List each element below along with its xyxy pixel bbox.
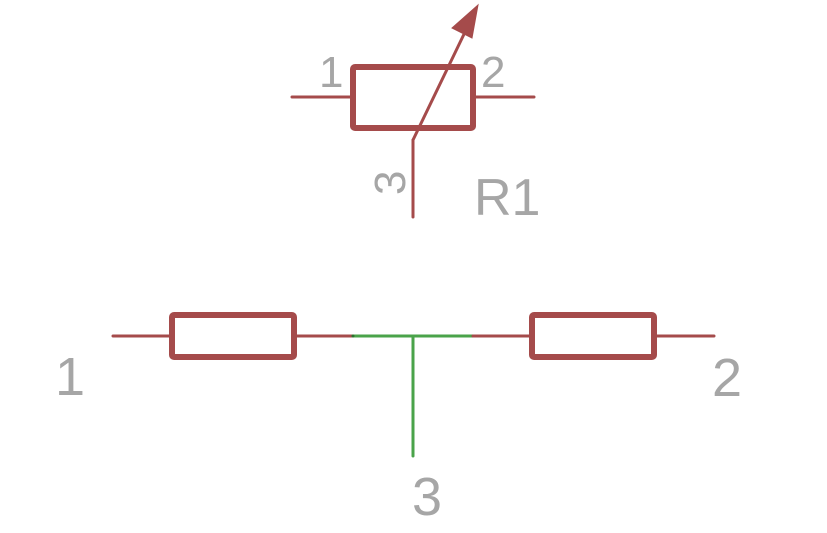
potentiometer-symbol [290, 3, 536, 219]
pin-1-label: 1 [319, 48, 343, 97]
equivalent-circuit [111, 312, 716, 458]
junction-dot-left [351, 334, 355, 338]
part-name-label: R1 [474, 169, 540, 227]
equiv-pin-3-label: 3 [412, 467, 442, 527]
wiper-arrow-shaft [411, 28, 468, 142]
equiv-pin-1-label: 1 [55, 347, 85, 407]
left-resistor-body [169, 312, 297, 360]
arrow-head-icon [451, 3, 479, 39]
equiv-pin-2-label: 2 [712, 348, 742, 408]
right-resistor-body [529, 312, 657, 360]
resistor-body [350, 64, 476, 131]
pin-2-label: 2 [481, 48, 505, 97]
pin-3-label: 3 [366, 171, 415, 195]
